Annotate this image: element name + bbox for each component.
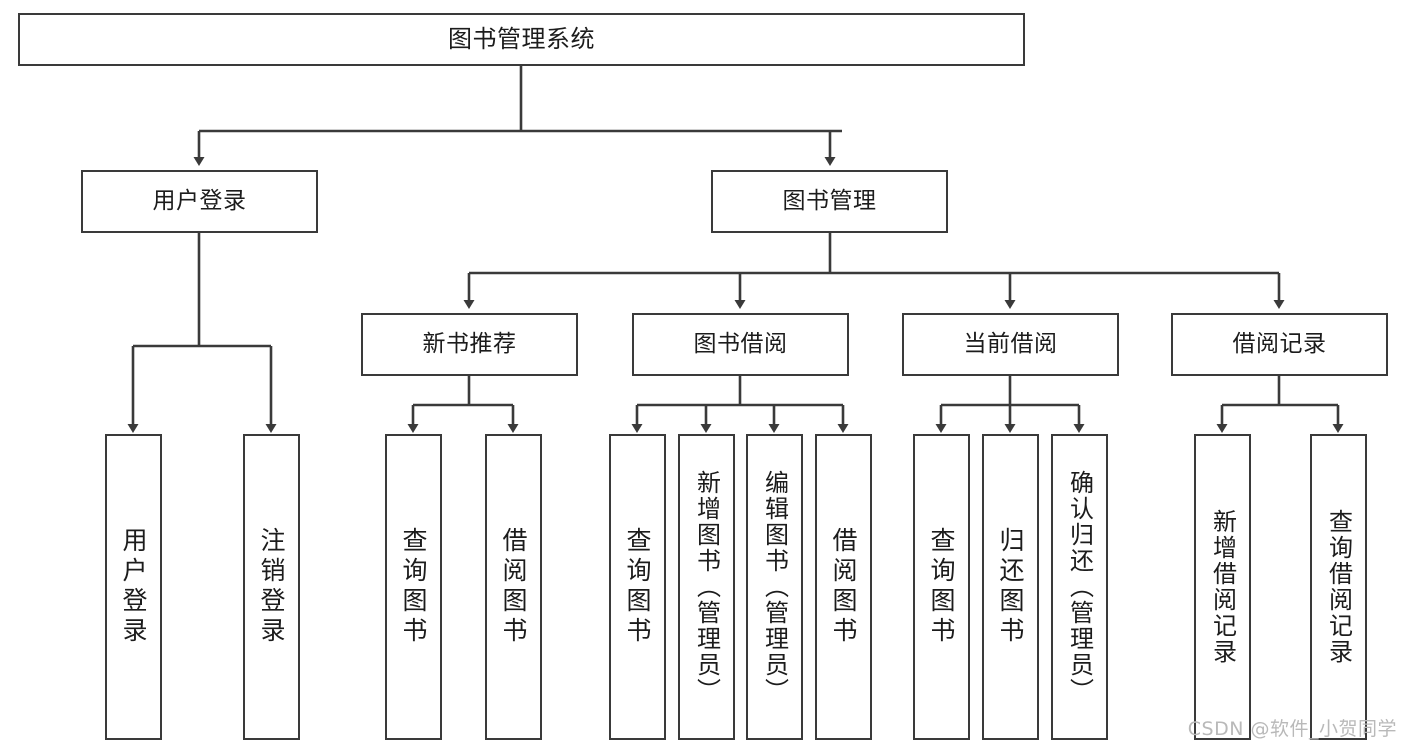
leaf-book-borrow-edit-book-admin[interactable]: 编辑图书（管理员）	[746, 434, 803, 740]
node-user-login[interactable]: 用户登录	[81, 170, 318, 233]
node-label: 查询图书	[927, 527, 956, 647]
node-label: 查询图书	[623, 527, 652, 647]
node-label: 新书推荐	[422, 330, 517, 357]
node-label: 图书借阅	[693, 330, 788, 357]
leaf-borrow-record-add-record[interactable]: 新增借阅记录	[1194, 434, 1251, 740]
node-label: 编辑图书（管理员）	[760, 470, 789, 704]
node-label: 新增借阅记录	[1208, 509, 1237, 665]
node-label: 注销登录	[257, 527, 286, 647]
node-new-book-recommend[interactable]: 新书推荐	[361, 313, 578, 376]
leaf-current-borrow-confirm-return-admin[interactable]: 确认归还（管理员）	[1051, 434, 1108, 740]
node-label: 查询图书	[399, 527, 428, 647]
node-root-book-management-system[interactable]: 图书管理系统	[18, 13, 1025, 66]
leaf-user-login-logout[interactable]: 注销登录	[243, 434, 300, 740]
node-label: 查询借阅记录	[1324, 509, 1353, 665]
leaf-user-login-login[interactable]: 用户登录	[105, 434, 162, 740]
node-label: 图书管理系统	[448, 25, 595, 54]
node-label: 图书管理	[782, 187, 877, 214]
node-label: 确认归还（管理员）	[1065, 470, 1094, 704]
node-label: 借阅记录	[1232, 330, 1327, 357]
node-book-borrow[interactable]: 图书借阅	[632, 313, 849, 376]
node-book-management[interactable]: 图书管理	[711, 170, 948, 233]
leaf-current-borrow-return-book[interactable]: 归还图书	[982, 434, 1039, 740]
node-label: 借阅图书	[829, 527, 858, 647]
node-label: 当前借阅	[963, 330, 1058, 357]
node-label: 归还图书	[996, 527, 1025, 647]
node-current-borrow[interactable]: 当前借阅	[902, 313, 1119, 376]
leaf-current-borrow-query-book[interactable]: 查询图书	[913, 434, 970, 740]
leaf-new-book-query-book[interactable]: 查询图书	[385, 434, 442, 740]
node-label: 用户登录	[119, 527, 148, 647]
node-label: 新增图书（管理员）	[692, 470, 721, 704]
leaf-book-borrow-borrow-book[interactable]: 借阅图书	[815, 434, 872, 740]
watermark-text: CSDN @软件_小贺同学	[1187, 718, 1397, 740]
node-label: 用户登录	[152, 187, 247, 214]
leaf-new-book-borrow-book[interactable]: 借阅图书	[485, 434, 542, 740]
leaf-borrow-record-query-record[interactable]: 查询借阅记录	[1310, 434, 1367, 740]
node-borrow-record[interactable]: 借阅记录	[1171, 313, 1388, 376]
leaf-book-borrow-query-book[interactable]: 查询图书	[609, 434, 666, 740]
leaf-book-borrow-add-book-admin[interactable]: 新增图书（管理员）	[678, 434, 735, 740]
node-label: 借阅图书	[499, 527, 528, 647]
